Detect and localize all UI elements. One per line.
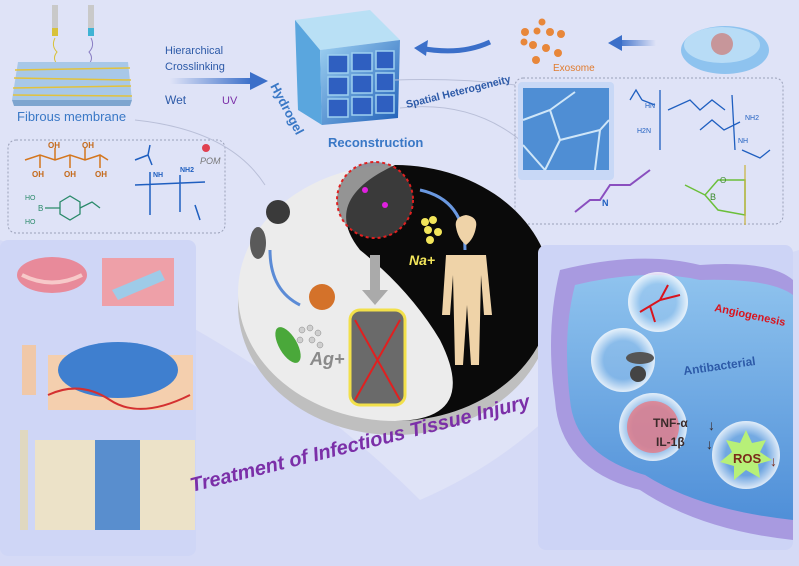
cytokine-bubble — [619, 393, 687, 461]
pva-oh-label: OH — [95, 170, 107, 179]
ag-ion-label: Ag+ — [309, 349, 345, 369]
chem-h2n-label: H2N — [637, 128, 651, 135]
chem-hn-label: HN — [645, 103, 655, 110]
fpba-ho-label: HO — [25, 195, 36, 202]
exosome-to-hydrogel-arrow — [414, 39, 492, 56]
chem-nh2-label: NH2 — [745, 115, 759, 122]
transform-arrow — [362, 255, 388, 305]
na-ion-label: Na+ — [409, 252, 435, 268]
stem-cell — [681, 26, 769, 74]
ros-down-arrow-icon: ↓ — [770, 453, 777, 469]
fpba-b-label: B — [38, 204, 43, 213]
boronate-o-label: O — [720, 176, 726, 185]
imine-bond-structure — [574, 169, 651, 213]
tnf-alpha-label: TNF-α — [653, 416, 688, 430]
spatial-heterogeneity-label: Spatial Heterogeneity — [405, 73, 512, 111]
chem-box-left — [7, 139, 226, 234]
pva-oh-label: OH — [64, 170, 76, 179]
fpba-ho-label: HO — [25, 219, 36, 226]
pom-label: POM — [200, 156, 221, 166]
bacterium-icon — [250, 227, 266, 259]
crosslinking-label: Crosslinking — [165, 61, 225, 73]
sodium-ions — [421, 216, 442, 244]
ros-bubble — [712, 421, 780, 489]
connector-line-left — [134, 119, 266, 186]
pom-particle-icon — [202, 144, 210, 152]
formylphenylboronic-acid-structure — [45, 195, 101, 221]
human-body-icon — [442, 215, 492, 365]
crosslinking-arrow — [170, 72, 268, 90]
antibacterial-bubble — [591, 328, 655, 392]
wet-label: Wet — [165, 93, 187, 107]
reconstruction-label: Reconstruction — [328, 135, 423, 150]
gelma-nh2-label: NH2 — [180, 167, 194, 174]
pva-oh-label: OH — [32, 170, 44, 179]
imine-n-label: N — [602, 198, 609, 208]
il-1beta-label: IL-1β — [656, 435, 685, 449]
pom-cluster-top — [336, 161, 414, 239]
sem-image — [518, 82, 614, 180]
infected-virus-icon — [309, 284, 335, 310]
ros-label: ROS — [733, 451, 762, 466]
bone-defect-image — [20, 430, 195, 530]
exosome-cluster — [520, 18, 565, 64]
cell-to-exosome-arrow — [608, 35, 656, 51]
oral-ulcer-image — [17, 257, 174, 306]
pom-cluster-bottom — [348, 308, 407, 407]
gelma-structure — [134, 144, 206, 221]
exosome-label: Exosome — [553, 63, 595, 74]
il-down-arrow-icon: ↓ — [706, 436, 713, 452]
boronate-b-label: B — [710, 192, 716, 202]
chem-nh-label: NH — [738, 138, 748, 145]
skin-wound-image — [22, 342, 193, 410]
fibrous-membrane-label: Fibrous membrane — [17, 109, 126, 124]
connector-lines — [394, 79, 521, 141]
pva-structure — [24, 148, 109, 168]
pva-oh-label: OH — [48, 141, 60, 150]
virus-icon — [266, 200, 290, 224]
green-bacterium-icon — [275, 327, 301, 363]
gelma-nh-label: NH — [153, 172, 163, 179]
silver-ions — [296, 324, 324, 349]
crosslinked-polymer-structure — [629, 88, 771, 159]
angiogenesis-bubble — [628, 272, 688, 332]
tnf-down-arrow-icon: ↓ — [708, 417, 715, 433]
hydrogel-cube — [295, 10, 400, 125]
boronate-ester-structure — [684, 165, 746, 225]
kill-arrow — [268, 249, 301, 307]
chem-box-right — [514, 77, 784, 225]
uv-label: UV — [222, 95, 238, 107]
hierarchical-label: Hierarchical — [165, 45, 223, 57]
fibrous-membrane — [12, 5, 133, 106]
pva-oh-label: OH — [82, 141, 94, 150]
